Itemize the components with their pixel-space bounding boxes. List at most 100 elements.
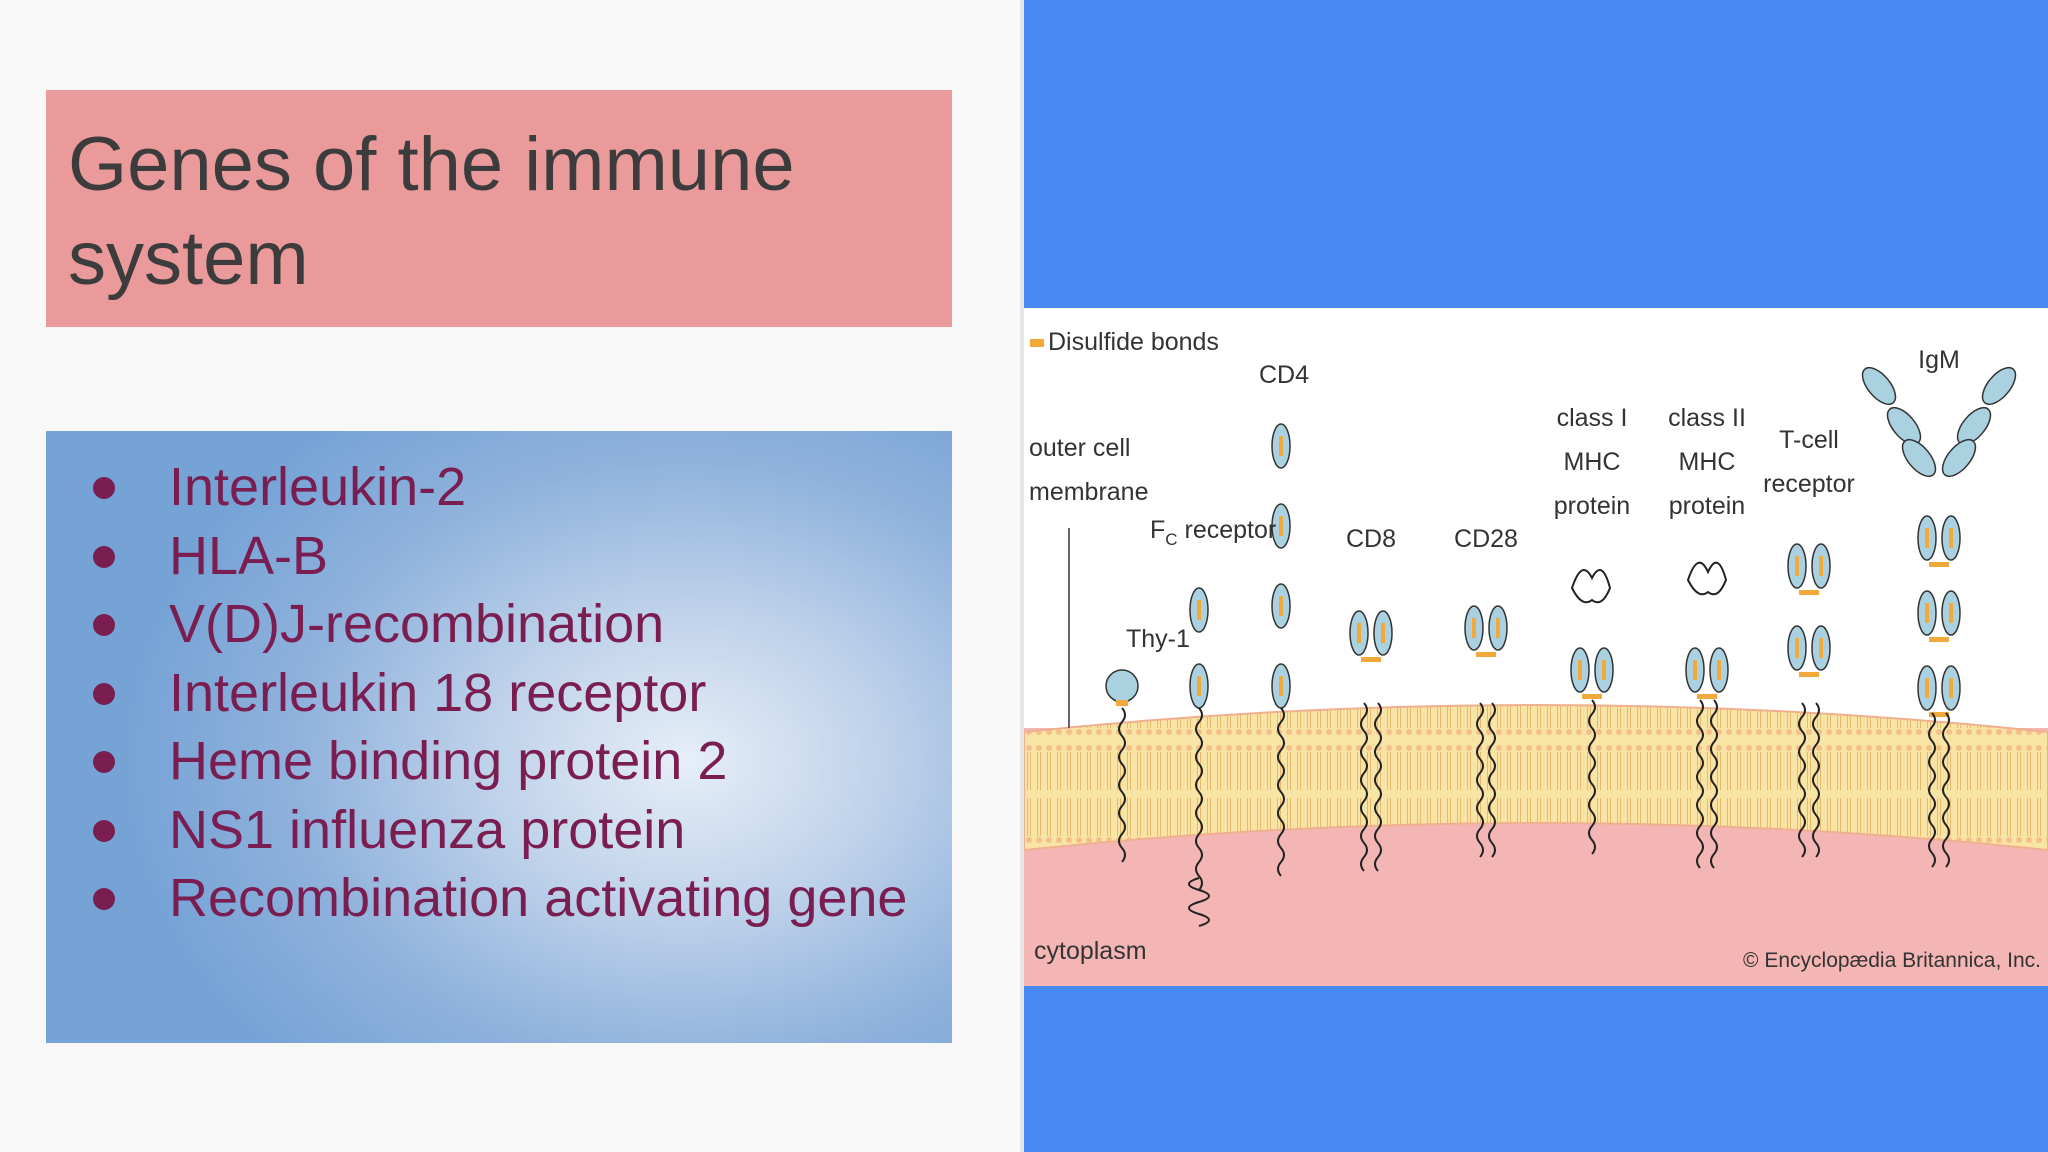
mhc1-label-line1: class I: [1557, 404, 1628, 432]
outer-membrane-label-line1: outer cell: [1029, 434, 1130, 462]
bullet-dot-icon: [93, 614, 115, 636]
list-item: Heme binding protein 2: [46, 727, 909, 796]
mhc2-chain-b: [1710, 699, 1718, 869]
mhc2-label-line3: protein: [1669, 492, 1745, 520]
fc-receptor-label: FC receptor: [1150, 516, 1276, 549]
panel-divider: [1020, 0, 1024, 1152]
cd8-chain-b: [1374, 702, 1382, 872]
tcell-label-line2: receptor: [1763, 470, 1855, 498]
bullet-text: Interleukin 18 receptor: [169, 662, 707, 723]
igm-chain-a: [1928, 712, 1936, 868]
mhc2-chain-a: [1696, 699, 1704, 869]
igm-label: IgM: [1918, 346, 1960, 374]
tcr-chain-a: [1798, 702, 1806, 858]
disulfide-bond-mark: [1279, 436, 1283, 456]
thy1-domain: [1105, 669, 1139, 703]
disulfide-bond-mark: [1795, 556, 1799, 576]
disulfide-bond-mark: [1361, 657, 1381, 662]
disulfide-bond-mark: [1116, 700, 1128, 706]
thy1-chain: [1118, 707, 1126, 863]
cd8-label: CD8: [1346, 525, 1396, 553]
disulfide-bond-mark: [1693, 660, 1697, 680]
membrane-bilayer: [1024, 704, 2048, 852]
cd28-label: CD28: [1454, 525, 1518, 553]
disulfide-bond-mark: [1279, 516, 1283, 536]
mhc1-label-line2: MHC: [1564, 448, 1621, 476]
bullet-dot-icon: [93, 545, 115, 568]
protein-chains: [1105, 366, 2017, 927]
mhc1-label-line3: protein: [1554, 492, 1630, 520]
slide-title: Genes of the immune system: [68, 122, 795, 301]
mhc1-chain: [1588, 699, 1596, 855]
disulfide-bond-mark: [1925, 528, 1929, 548]
list-item: V(D)J-recombination: [46, 590, 909, 659]
disulfide-bond-mark: [1929, 712, 1949, 717]
bullet-dot-icon: [93, 888, 115, 910]
outer-membrane-label-line2: membrane: [1029, 478, 1149, 506]
disulfide-bond-mark: [1357, 623, 1361, 643]
disulfide-bond-mark: [1949, 603, 1953, 623]
disulfide-bond-mark: [1496, 618, 1500, 638]
mhc2-groove: [1686, 561, 1728, 596]
disulfide-bond-mark: [1819, 556, 1823, 576]
disulfide-legend-swatch: [1030, 339, 1044, 347]
mhc2-label-line2: MHC: [1679, 448, 1736, 476]
disulfide-bond-mark: [1949, 528, 1953, 548]
mhc2-label-line1: class II: [1668, 404, 1746, 432]
igm-chain-b: [1942, 712, 1950, 868]
membrane-protein-diagram: Disulfide bonds outer cell membrane cyto…: [1024, 308, 2048, 986]
cytoplasm-label: cytoplasm: [1034, 937, 1147, 965]
tcr-chain-b: [1812, 702, 1820, 858]
bullet-text: Heme binding protein 2: [169, 731, 728, 791]
igm-arm-domain: [1901, 438, 1937, 478]
slide-left-panel: Genes of the immune system Interleukin-2…: [0, 0, 1022, 1152]
fc-chain: [1195, 707, 1203, 891]
bullet-text: Interleukin-2: [169, 457, 467, 517]
disulfide-bond-mark: [1472, 618, 1476, 638]
list-item: NS1 influenza protein: [46, 796, 909, 865]
disulfide-bond-mark: [1197, 600, 1201, 620]
title-box: Genes of the immune system: [46, 90, 952, 327]
disulfide-bond-mark: [1799, 672, 1819, 677]
cd4-label: CD4: [1259, 361, 1309, 389]
list-item: Recombination activating gene: [46, 864, 909, 933]
cd28-chain-b: [1488, 702, 1496, 858]
bullet-text: V(D)J-recombination: [169, 594, 665, 654]
diagram-svg: Disulfide bonds outer cell membrane cyto…: [1024, 328, 2048, 986]
disulfide-bond-mark: [1819, 638, 1823, 658]
credit-label: © Encyclopædia Britannica, Inc.: [1743, 949, 2041, 972]
list-item: Interleukin 18 receptor: [46, 659, 909, 728]
bullet-dot-icon: [93, 682, 115, 705]
mhc1-groove: [1570, 569, 1612, 604]
disulfide-bond-mark: [1929, 562, 1949, 567]
bullet-dot-icon: [93, 819, 115, 842]
disulfide-bond-mark: [1697, 694, 1717, 699]
disulfide-bond-mark: [1582, 694, 1602, 699]
bullet-text: NS1 influenza protein: [169, 799, 686, 860]
list-item: HLA-B: [46, 522, 909, 591]
cd28-chain-a: [1476, 702, 1484, 858]
thy1-label: Thy-1: [1126, 625, 1190, 653]
fc-subscript: C: [1165, 530, 1177, 549]
disulfide-bond-mark: [1717, 660, 1721, 680]
disulfide-bond-mark: [1381, 623, 1385, 643]
tcell-label-line1: T-cell: [1779, 426, 1839, 454]
disulfide-bond-mark: [1476, 652, 1496, 657]
bullets-box: Interleukin-2 HLA-B V(D)J-recombination …: [46, 431, 952, 1043]
disulfide-bond-mark: [1949, 678, 1953, 698]
igm-arm-domain: [1941, 438, 1977, 478]
bullet-text: HLA-B: [169, 525, 329, 586]
cd4-chain: [1277, 707, 1285, 877]
cd8-chain-a: [1360, 702, 1368, 872]
bullet-dot-icon: [93, 751, 115, 773]
list-item: Interleukin-2: [46, 453, 909, 522]
bullet-dot-icon: [93, 477, 115, 499]
disulfide-bond-mark: [1602, 660, 1606, 680]
fc-letter: F: [1150, 516, 1165, 544]
disulfide-bond-mark: [1279, 676, 1283, 696]
disulfide-bond-mark: [1799, 590, 1819, 595]
disulfide-bond-mark: [1925, 603, 1929, 623]
bullet-list: Interleukin-2 HLA-B V(D)J-recombination …: [46, 453, 952, 933]
disulfide-bond-mark: [1795, 638, 1799, 658]
igm-arm-domain: [1981, 366, 2017, 406]
